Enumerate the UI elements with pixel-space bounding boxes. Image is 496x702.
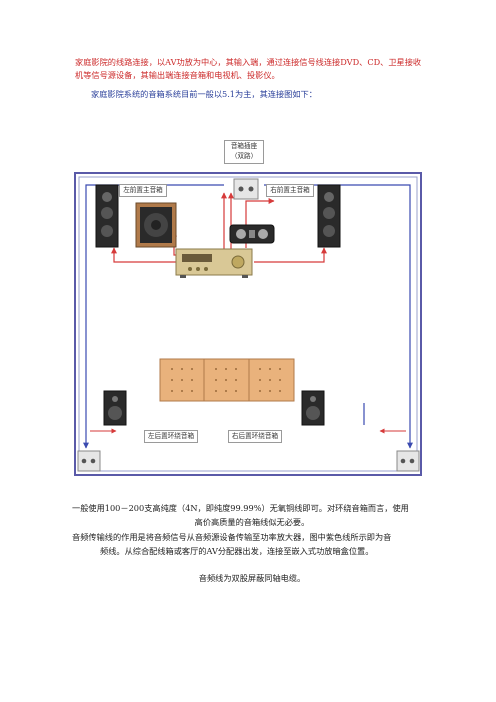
body-paragraph-1-line-2: 高价高质量的音箱线似无必要。 [194, 517, 310, 527]
rear-right-label: 右后置环绕音箱 [228, 430, 282, 443]
front-right-label: 右前置主音箱 [266, 184, 314, 197]
av-amplifier [175, 248, 253, 278]
room-wall-outer [74, 172, 422, 476]
intro-blue-paragraph: 家庭影院系统的音箱系统目前一般以5.1为主，其连接图如下： [91, 89, 317, 99]
wall-plate-bottom-left [77, 450, 101, 472]
wall-plate-label-line2: （双路） [230, 152, 258, 160]
speaker-wiring-diagram [74, 172, 422, 476]
room-wall-inner [78, 176, 418, 472]
wall-plate-top [233, 178, 259, 200]
body-paragraph-2-line-1: 音频传输线的作用是将音频信号从音频源设备传输至功率放大器，图中紫色线所示即为音 [72, 532, 392, 542]
intro-red-paragraph: 家庭影院的线路连接，以AV功放为中心，其输入端，通过连接信号线连接DVD、CD、… [75, 57, 422, 80]
front-left-label: 左前置主音箱 [119, 184, 167, 197]
rear-left-label: 左后置环绕音箱 [144, 430, 198, 443]
center-speaker [229, 224, 275, 244]
rear-left-speaker [103, 390, 127, 426]
body-paragraph-3: 音频线为双股屏蔽同轴电缆。 [198, 573, 306, 583]
sofa [159, 358, 295, 402]
wall-plate-label: 音箱插座 （双路） [224, 140, 264, 164]
front-left-speaker [95, 184, 119, 248]
subwoofer [135, 202, 177, 248]
front-right-speaker [317, 184, 341, 248]
body-paragraph-2-line-2: 频线。从综合配线箱或客厅的AV分配器出发，连接至嵌入式功放暗盒位置。 [100, 546, 374, 556]
body-paragraph-1-line-1: 一般使用100－200支高纯度（4N，即纯度99.99%）无氧铜线即可。对环绕音… [72, 503, 409, 513]
surround-signal-lines [83, 184, 413, 449]
rear-right-speaker [301, 390, 325, 426]
wall-plate-bottom-right [396, 450, 420, 472]
wall-plate-label-line1: 音箱插座 [230, 142, 258, 150]
